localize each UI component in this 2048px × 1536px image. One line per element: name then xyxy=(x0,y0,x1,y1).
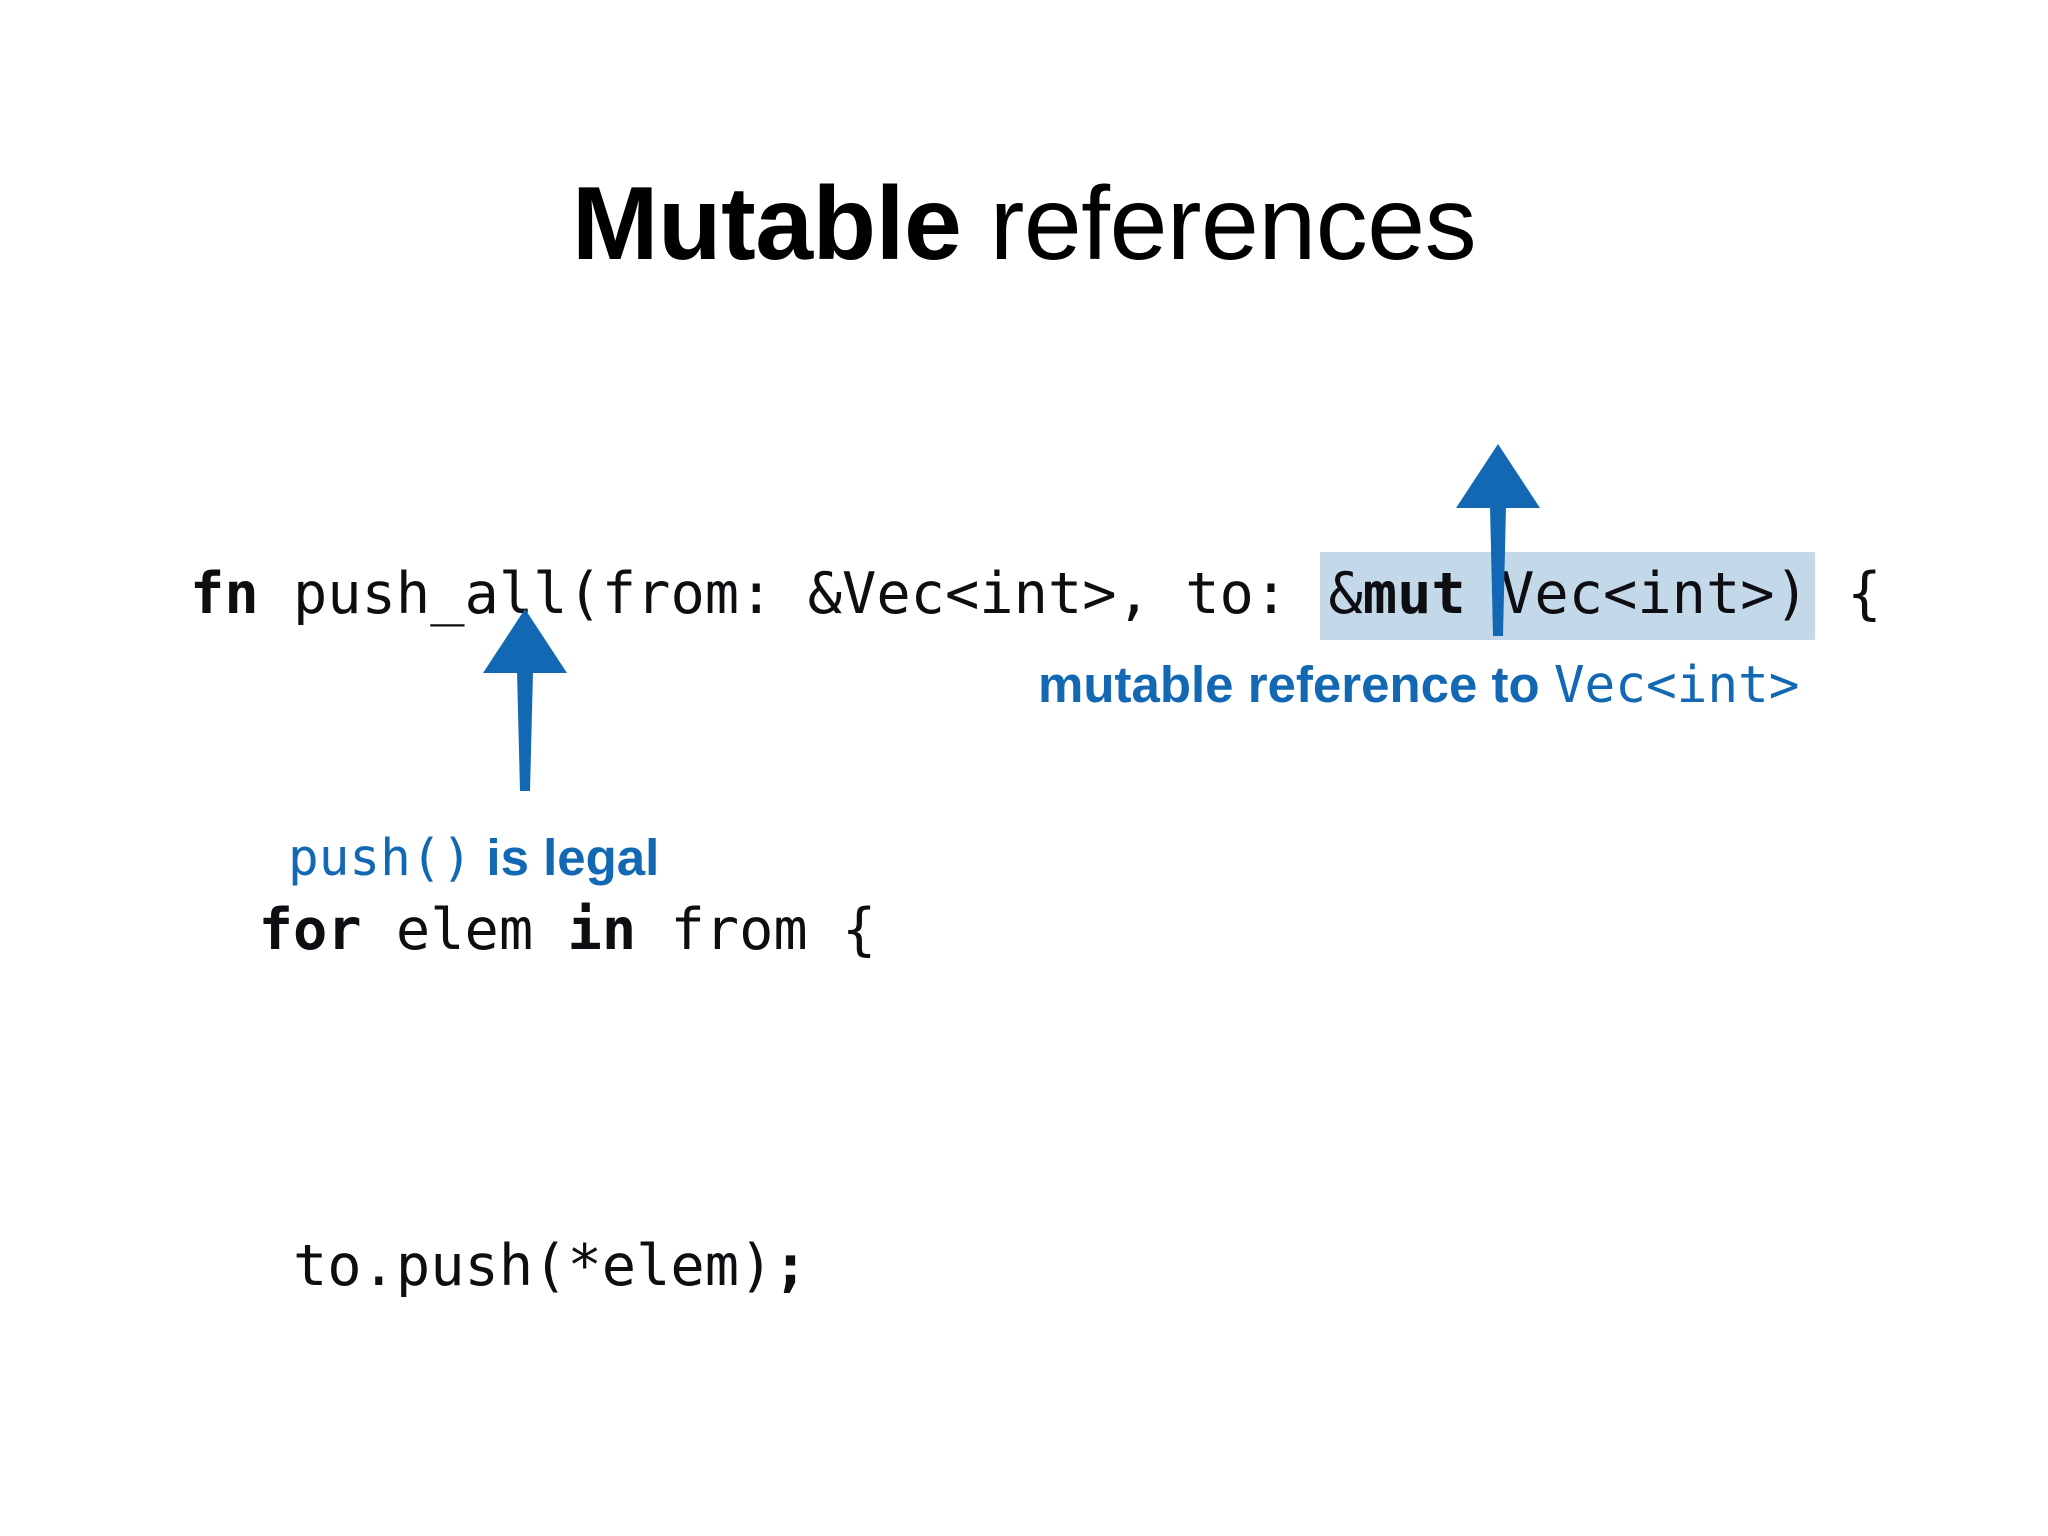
mut-highlight: &mut Vec<int>) xyxy=(1320,552,1815,640)
keyword-fn: fn xyxy=(190,561,259,627)
semicolon-token: ; xyxy=(773,1233,808,1299)
annotation-push-is-legal: push() is legal xyxy=(288,828,659,888)
code-line-3: to.push(*elem); xyxy=(190,1224,1882,1308)
slide-left-margin xyxy=(0,0,305,1536)
annotation-push-call-token: push() xyxy=(288,829,473,888)
annotation-mutable-reference-sans: mutable reference to xyxy=(1038,656,1554,713)
annotation-push-is-legal-sans: is legal xyxy=(472,829,660,886)
code-signature-head: push_all(from: &Vec<int>, to: xyxy=(258,561,1323,627)
keyword-for: for xyxy=(258,897,362,963)
push-call: to.push(*elem) xyxy=(190,1233,774,1299)
title-emphasis: Mutable xyxy=(571,165,962,282)
annotation-mutable-reference: mutable reference to Vec<int> xyxy=(1038,655,1799,715)
slide-title: Mutable references xyxy=(0,166,2048,282)
vec-int-type: Vec<int>) xyxy=(1465,561,1809,627)
title-rest: references xyxy=(961,165,1477,282)
code-block: fn push_all(from: &Vec<int>, to: &mut Ve… xyxy=(190,300,1882,1536)
loop-iterable-from: from { xyxy=(636,897,877,963)
keyword-in: in xyxy=(567,897,637,963)
annotation-mutable-reference-type: Vec<int> xyxy=(1553,656,1800,715)
code-line-1: fn push_all(from: &Vec<int>, to: &mut Ve… xyxy=(190,552,1882,640)
arrow-up-to-mut-icon xyxy=(1456,444,1540,636)
code-line-2: for elem in from { xyxy=(190,888,1882,972)
arrow-up-to-push-icon xyxy=(483,609,567,791)
indent-1 xyxy=(190,897,259,963)
ampersand-token: & xyxy=(1328,561,1363,627)
loop-var-elem: elem xyxy=(361,897,568,963)
open-brace-token: { xyxy=(1812,561,1882,627)
keyword-mut: mut xyxy=(1362,561,1466,627)
